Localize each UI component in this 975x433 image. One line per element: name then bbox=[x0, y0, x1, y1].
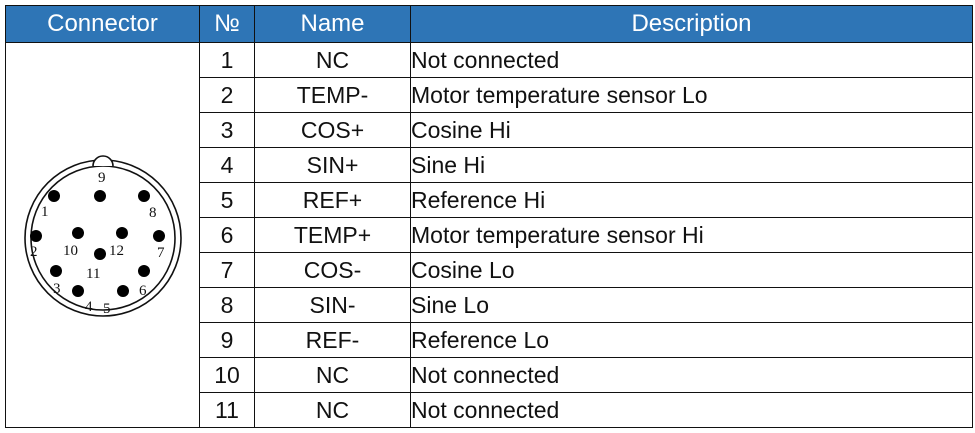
pin-label-4: 4 bbox=[85, 299, 93, 315]
pin-name: COS- bbox=[254, 252, 411, 288]
header-name: Name bbox=[254, 5, 411, 43]
pin-3-dot bbox=[49, 265, 62, 277]
pin-description: Cosine Hi bbox=[410, 112, 973, 148]
header-description: Description bbox=[410, 5, 973, 43]
pin-name: COS+ bbox=[254, 112, 411, 148]
pin-number: 2 bbox=[199, 77, 255, 113]
pin-label-6: 6 bbox=[139, 283, 147, 299]
pin-label-12: 12 bbox=[109, 243, 124, 259]
connector-pinout-diagram: 1 2 3 4 5 6 7 8 9 10 11 12 bbox=[23, 155, 182, 317]
table-row: 2 TEMP- Motor temperature sensor Lo bbox=[6, 77, 973, 113]
pin-label-3: 3 bbox=[53, 281, 61, 297]
pin-7-dot bbox=[152, 230, 165, 242]
pin-description: Not connected bbox=[410, 392, 973, 428]
pin-8-dot bbox=[137, 190, 150, 202]
pin-description: Sine Hi bbox=[410, 147, 973, 183]
pin-number: 8 bbox=[199, 287, 255, 323]
pin-label-11: 11 bbox=[86, 266, 100, 282]
pin-name: TEMP- bbox=[254, 77, 411, 113]
pin-description: Motor temperature sensor Hi bbox=[410, 217, 973, 253]
pin-description: Sine Lo bbox=[410, 287, 973, 323]
pin-name: REF+ bbox=[254, 182, 411, 218]
pin-label-8: 8 bbox=[149, 205, 157, 221]
pin-description: Reference Hi bbox=[410, 182, 973, 218]
pin-number: 7 bbox=[199, 252, 255, 288]
table-body: 1 2 3 4 5 6 7 8 9 10 11 12 1 bbox=[5, 42, 973, 428]
pin-4-dot bbox=[71, 285, 84, 297]
pin-number: 11 bbox=[199, 392, 255, 428]
pin-5-dot bbox=[116, 285, 129, 297]
pin-number: 3 bbox=[199, 112, 255, 148]
pin-1-dot bbox=[47, 190, 60, 202]
table-row: 11 NC Not connected bbox=[6, 392, 973, 428]
pin-label-5: 5 bbox=[103, 301, 111, 317]
pin-number: 6 bbox=[199, 217, 255, 253]
pin-9-dot bbox=[93, 190, 106, 202]
pin-name: NC bbox=[254, 42, 411, 78]
connector-outline bbox=[23, 155, 182, 317]
pin-2-dot bbox=[29, 230, 42, 242]
pin-description: Motor temperature sensor Lo bbox=[410, 77, 973, 113]
pin-name: NC bbox=[254, 392, 411, 428]
table-row: 1 2 3 4 5 6 7 8 9 10 11 12 1 bbox=[5, 42, 973, 428]
header-row: Connector № Name Description bbox=[5, 5, 973, 43]
pin-name: SIN- bbox=[254, 287, 411, 323]
connector-cell: 1 2 3 4 5 6 7 8 9 10 11 12 bbox=[5, 42, 200, 428]
table-row: 10 NC Not connected bbox=[6, 357, 973, 393]
pin-description: Reference Lo bbox=[410, 322, 973, 358]
pin-12-dot bbox=[115, 227, 128, 239]
pin-name: REF- bbox=[254, 322, 411, 358]
pin-dots bbox=[29, 190, 165, 297]
pin-11-dot bbox=[93, 248, 106, 260]
pin-label-10: 10 bbox=[63, 243, 78, 259]
pin-description: Cosine Lo bbox=[410, 252, 973, 288]
pin-name: NC bbox=[254, 357, 411, 393]
pin-description: Not connected bbox=[410, 357, 973, 393]
pin-label-9: 9 bbox=[98, 170, 106, 186]
pin-name: TEMP+ bbox=[254, 217, 411, 253]
pin-number: 9 bbox=[199, 322, 255, 358]
pin-number: 10 bbox=[199, 357, 255, 393]
pin-6-dot bbox=[137, 265, 150, 277]
pin-label-1: 1 bbox=[41, 204, 49, 220]
table-row: 8 SIN- Sine Lo bbox=[6, 287, 973, 323]
pin-number: 1 bbox=[199, 42, 255, 78]
pin-number: 4 bbox=[199, 147, 255, 183]
header-connector: Connector bbox=[5, 5, 200, 43]
pin-label-7: 7 bbox=[157, 245, 165, 261]
pin-number: 5 bbox=[199, 182, 255, 218]
pin-description: Not connected bbox=[410, 42, 973, 78]
header-number: № bbox=[199, 5, 255, 43]
pin-name: SIN+ bbox=[254, 147, 411, 183]
table-row: 6 TEMP+ Motor temperature sensor Hi bbox=[6, 217, 973, 253]
pin-label-2: 2 bbox=[30, 244, 38, 260]
pin-labels: 1 2 3 4 5 6 7 8 9 10 11 12 bbox=[30, 170, 165, 317]
pinout-table: Connector № Name Description bbox=[5, 5, 973, 428]
pin-10-dot bbox=[71, 227, 84, 239]
table-row: 9 REF- Reference Lo bbox=[6, 322, 973, 358]
